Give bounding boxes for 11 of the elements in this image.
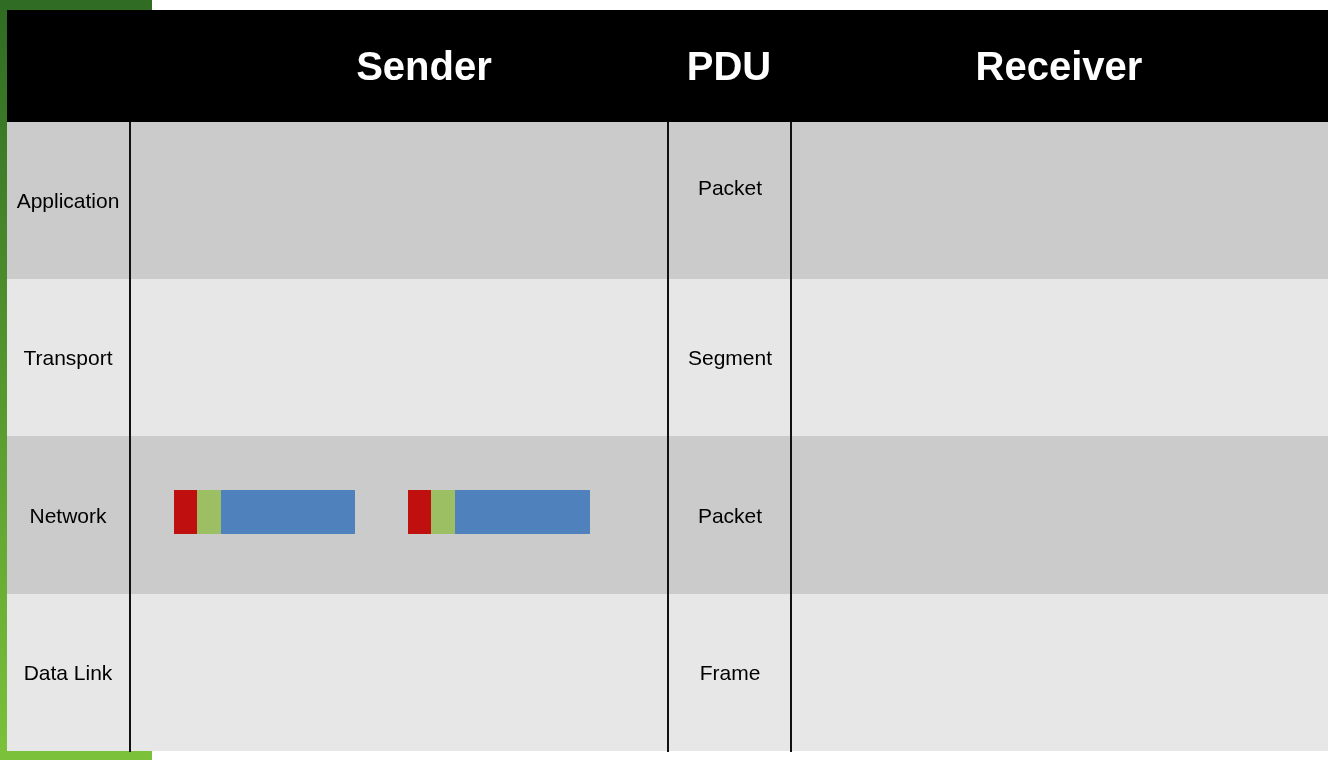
column-heading: PDU xyxy=(685,42,773,90)
column-heading: Sender xyxy=(355,42,493,90)
pdu-name: Packet xyxy=(696,174,764,201)
layer-name: Application xyxy=(15,188,121,214)
layer-name: Data Link xyxy=(22,660,114,686)
layer-name: Network xyxy=(28,502,108,529)
pdu-name: Frame xyxy=(698,660,762,686)
pdu-name: Packet xyxy=(696,502,764,529)
layer-name: Transport xyxy=(22,345,114,371)
pdu-name: Segment xyxy=(686,345,774,371)
column-heading: Receiver xyxy=(974,42,1144,90)
